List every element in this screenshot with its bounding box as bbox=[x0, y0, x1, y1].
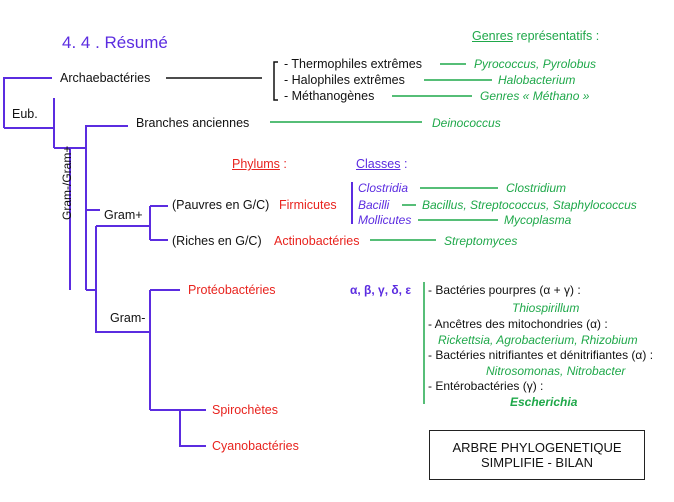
gram-minus-label: Gram- bbox=[110, 311, 146, 325]
firmicutes-label: Firmicutes bbox=[279, 198, 337, 212]
archaea-genus-1: Halobacterium bbox=[498, 73, 576, 87]
proteobacteries-label: Protéobactéries bbox=[188, 283, 276, 297]
genus-streptomyces: Streptomyces bbox=[444, 234, 518, 248]
proteo-group-3: - Entérobactéries (γ) : bbox=[428, 379, 544, 393]
genres-header-underlined: Genres bbox=[472, 29, 513, 43]
genus-clostridium: Clostridium bbox=[506, 181, 567, 195]
cyanobacteries-label: Cyanobactéries bbox=[212, 439, 299, 453]
classes-header-underlined: Classes bbox=[356, 157, 401, 171]
archaea-genus-0: Pyrococcus, Pyrolobus bbox=[474, 57, 597, 71]
eub-label: Eub. bbox=[12, 107, 38, 121]
class-mollicutes: Mollicutes bbox=[358, 213, 412, 227]
archaea-bracket bbox=[273, 61, 278, 101]
classes-header-colon: : bbox=[403, 157, 408, 171]
page-title: 4. 4 . Résumé bbox=[62, 33, 168, 52]
proteo-genus-0: Thiospirillum bbox=[512, 301, 580, 315]
genres-header-rest: représentatifs : bbox=[516, 29, 600, 43]
branches-anciennes-label: Branches anciennes bbox=[136, 116, 250, 130]
proteo-genus-2: Nitrosomonas, Nitrobacter bbox=[486, 364, 626, 378]
class-clostridia: Clostridia bbox=[358, 181, 409, 195]
proteo-group-1: - Ancêtres des mitochondries (α) : bbox=[428, 317, 608, 331]
spirochetes-label: Spirochètes bbox=[212, 403, 279, 417]
classes-header: Classes : bbox=[356, 158, 407, 171]
genus-mycoplasma: Mycoplasma bbox=[504, 213, 572, 227]
branches-anciennes-branch bbox=[70, 125, 128, 149]
deinococcus-label: Deinococcus bbox=[432, 116, 501, 130]
summary-box-line2: SIMPLIFIE - BILAN bbox=[481, 455, 593, 470]
greek-classes-label: α, β, γ, δ, ε bbox=[350, 283, 412, 297]
archaea-branch bbox=[3, 77, 52, 128]
summary-box-line1: ARBRE PHYLOGENETIQUE bbox=[452, 440, 622, 455]
genres-header: Genres représentatifs : bbox=[472, 30, 599, 43]
phylums-header: Phylums : bbox=[232, 158, 287, 171]
actinobacteries-label: Actinobactéries bbox=[274, 234, 360, 248]
proteo-genus-1: Rickettsia, Agrobacterium, Rhizobium bbox=[438, 333, 638, 347]
proteo-genus-3: Escherichia bbox=[510, 395, 578, 409]
riches-label: (Riches en G/C) bbox=[172, 234, 262, 248]
phylums-header-underlined: Phylums bbox=[232, 157, 280, 171]
archaea-group-1: - Halophiles extrêmes bbox=[284, 73, 405, 87]
genus-bacillus: Bacillus, Streptococcus, Staphylococcus bbox=[422, 198, 637, 212]
class-bacilli: Bacilli bbox=[358, 198, 390, 212]
summary-box: ARBRE PHYLOGENETIQUE SIMPLIFIE - BILAN bbox=[429, 430, 645, 480]
archaea-group-0: - Thermophiles extrêmes bbox=[284, 57, 423, 71]
cyano-branch bbox=[179, 410, 206, 447]
phylums-header-colon: : bbox=[283, 157, 287, 171]
gram-plus-label: Gram+ bbox=[104, 208, 143, 222]
archaea-group-2: - Méthanogènes bbox=[284, 89, 375, 103]
archaea-label: Archaebactéries bbox=[60, 71, 151, 85]
gram-minus-hook bbox=[95, 290, 150, 333]
archaea-genus-2: Genres « Méthano » bbox=[480, 89, 590, 103]
gram-axis-label: Gram-/Gram+ bbox=[60, 145, 74, 220]
pauvres-label: (Pauvres en G/C) bbox=[172, 198, 270, 212]
proteo-group-2: - Bactéries nitrifiantes et dénitrifiant… bbox=[428, 348, 654, 362]
proteo-group-0: - Bactéries pourpres (α + γ) : bbox=[428, 283, 581, 297]
